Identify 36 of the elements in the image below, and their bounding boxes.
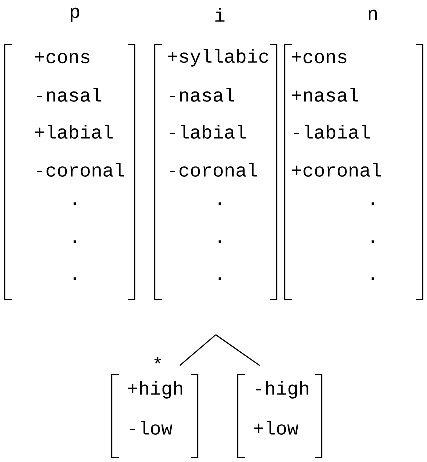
feature-value: +high: [128, 381, 183, 399]
feature-value: -labial: [170, 125, 246, 139]
feature-value: +coronal: [292, 163, 382, 177]
feature-value: -nasal: [170, 88, 235, 102]
segment-symbol: n: [368, 10, 378, 20]
segment-symbol: p: [70, 8, 80, 22]
feature-matrix: [154, 44, 278, 301]
feature-value: +low: [254, 421, 299, 435]
segment-symbol: i: [216, 8, 225, 22]
feature-value: +syllabic: [168, 49, 268, 67]
branch-line: [216, 334, 260, 366]
ellipsis-dot: .: [372, 202, 374, 206]
ellipsis-dot: .: [372, 240, 374, 244]
feature-value: -coronal: [37, 163, 124, 177]
ellipsis-dot: .: [74, 202, 76, 206]
feature-matrix: [111, 374, 199, 459]
feature-value: -nasal: [37, 88, 102, 102]
branch-line: [180, 334, 216, 366]
feature-value: -coronal: [170, 163, 258, 177]
feature-value: +cons: [292, 52, 347, 64]
feature-value: -high: [256, 381, 309, 399]
feature-value: +labial: [35, 125, 113, 139]
ellipsis-dot: .: [218, 240, 222, 244]
feature-matrix: [237, 374, 323, 459]
asterisk-mark: *: [154, 357, 162, 364]
ellipsis-dot: .: [74, 278, 76, 280]
ellipsis-dot: .: [218, 278, 222, 280]
feature-value: -low: [130, 421, 173, 435]
ellipsis-dot: .: [74, 240, 76, 244]
ellipsis-dot: .: [372, 278, 374, 280]
feature-matrix: [4, 44, 136, 301]
ellipsis-dot: .: [218, 202, 222, 206]
feature-value: +cons: [35, 52, 90, 64]
feature-matrix: [284, 44, 424, 301]
feature-value: +nasal: [292, 88, 359, 102]
feature-value: -labial: [294, 125, 370, 139]
